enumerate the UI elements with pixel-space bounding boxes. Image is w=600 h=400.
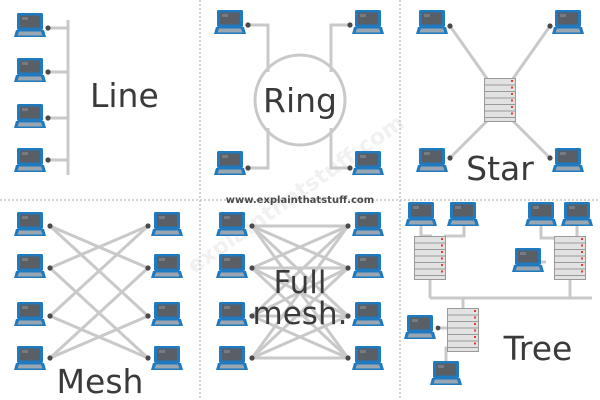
full-mesh-connection-dots (249, 223, 351, 361)
tree-hub-bottom (447, 308, 479, 352)
ring-computer-2 (352, 10, 384, 34)
tree-hub-left (414, 236, 446, 280)
mesh-computer-5 (151, 212, 183, 236)
tree-computer-3 (525, 202, 557, 226)
mesh-computer-7 (151, 302, 183, 326)
star-central-hub (484, 78, 516, 122)
mesh-label: Mesh (57, 362, 144, 400)
line-label: Line (90, 76, 159, 115)
panel-mesh: Mesh (14, 212, 183, 400)
star-label: Star (466, 149, 534, 188)
line-computer-4 (14, 148, 46, 172)
panel-tree: Tree (404, 202, 593, 385)
mesh-connection-dots (47, 223, 151, 361)
star-wires (448, 25, 552, 160)
tree-computer-7 (430, 361, 462, 385)
star-computer-2 (552, 10, 584, 34)
star-connection-dots (447, 23, 553, 161)
full-mesh-computer-5 (352, 212, 384, 236)
star-computer-1 (416, 10, 448, 34)
tree-computer-2 (447, 202, 479, 226)
line-computer-2 (14, 58, 46, 82)
mesh-computer-3 (14, 302, 46, 326)
full-mesh-computer-4 (216, 346, 248, 370)
ring-wires (248, 23, 350, 170)
panel-line: Line (14, 13, 159, 175)
full-mesh-label-line-1: Full (273, 265, 326, 301)
full-mesh-computer-3 (216, 302, 248, 326)
tree-computer-1 (405, 202, 437, 226)
ring-label: Ring (263, 81, 337, 120)
line-bus-wires (48, 20, 70, 175)
tree-computer-6 (404, 315, 436, 339)
mesh-wires (48, 224, 150, 360)
mesh-computer-8 (151, 346, 183, 370)
mesh-computer-2 (14, 254, 46, 278)
panel-star: Star (416, 10, 584, 188)
credit-text: www.explainthatstuff.com (226, 195, 374, 206)
full-mesh-wires (250, 224, 350, 360)
panel-full-mesh: Full mesh. (216, 212, 384, 370)
mesh-computer-1 (14, 212, 46, 236)
line-computer-3 (14, 104, 46, 128)
full-mesh-computer-8 (352, 346, 384, 370)
tree-label: Tree (503, 329, 573, 368)
tree-computer-4 (561, 202, 593, 226)
star-computer-4 (552, 148, 584, 172)
ring-connection-dots (245, 22, 353, 171)
ring-computer-3 (214, 151, 246, 175)
line-computer-1 (14, 13, 46, 37)
panel-ring: Ring (214, 10, 384, 175)
mesh-computer-4 (14, 346, 46, 370)
ring-computer-4 (352, 151, 384, 175)
full-mesh-computer-1 (216, 212, 248, 236)
full-mesh-label-line-2: mesh. (253, 296, 348, 332)
tree-computer-5 (512, 248, 544, 272)
tree-hub-right (554, 236, 586, 280)
mesh-computer-6 (151, 254, 183, 278)
full-mesh-computer-6 (352, 254, 384, 278)
full-mesh-computer-7 (352, 302, 384, 326)
line-connection-dots (45, 25, 51, 163)
star-computer-3 (416, 148, 448, 172)
full-mesh-computer-2 (216, 254, 248, 278)
ring-computer-1 (214, 10, 246, 34)
